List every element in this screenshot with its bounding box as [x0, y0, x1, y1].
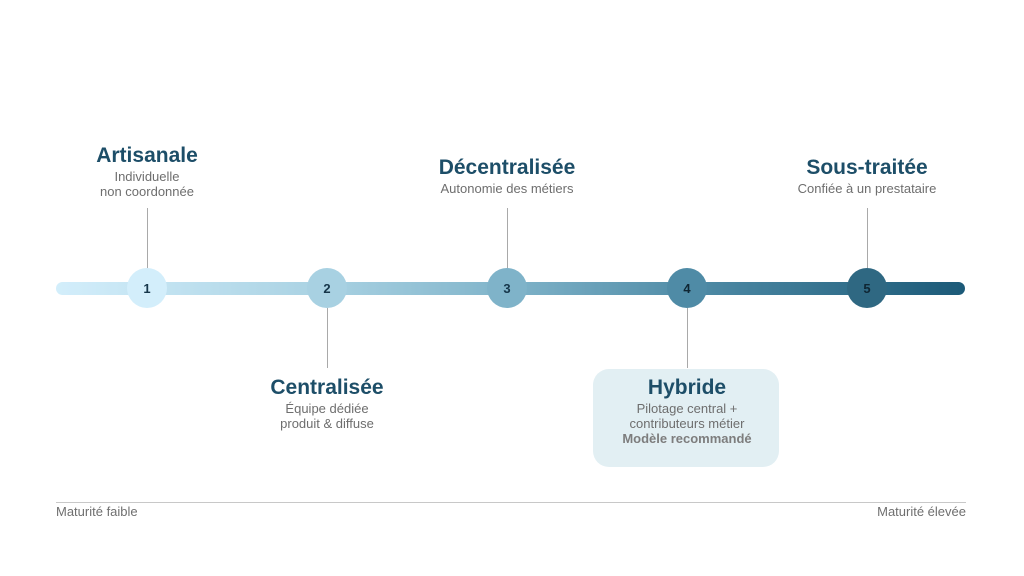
stage-title: Hybride — [647, 376, 727, 399]
stage-subtitle-line: produit & diffuse — [280, 416, 374, 431]
stage-title: Sous-traitée — [806, 156, 928, 179]
stage-subtitle-line: contributeurs métier — [629, 416, 745, 431]
stage-node: 3 — [487, 268, 527, 308]
stage-connector — [327, 308, 328, 368]
stage-connector — [507, 208, 508, 268]
maturity-axis-line — [56, 502, 966, 503]
maturity-low-label: Maturité faible — [56, 504, 138, 519]
stage-subtitle-line: Pilotage central + — [636, 401, 738, 416]
stage-title: Centralisée — [270, 376, 384, 399]
maturity-high-label: Maturité élevée — [877, 504, 966, 519]
stage-subtitle-line: Équipe dédiée — [285, 401, 369, 416]
stage-subtitle-line: Individuelle — [114, 169, 180, 184]
stage-title: Décentralisée — [438, 156, 576, 179]
stage-node: 5 — [847, 268, 887, 308]
stage-subtitle-line: non coordonnée — [100, 184, 194, 199]
stage-title: Artisanale — [96, 144, 198, 167]
recommended-stage-card — [593, 369, 779, 467]
stage-recommendation-note: Modèle recommandé — [622, 431, 752, 446]
stage-node: 2 — [307, 268, 347, 308]
stage-subtitle-line: Autonomie des métiers — [440, 181, 574, 196]
stage-connector — [867, 208, 868, 268]
stage-node: 4 — [667, 268, 707, 308]
stage-connector — [687, 308, 688, 368]
stage-connector — [147, 208, 148, 268]
stage-node: 1 — [127, 268, 167, 308]
stage-subtitle-line: Confiée à un prestataire — [797, 181, 937, 196]
